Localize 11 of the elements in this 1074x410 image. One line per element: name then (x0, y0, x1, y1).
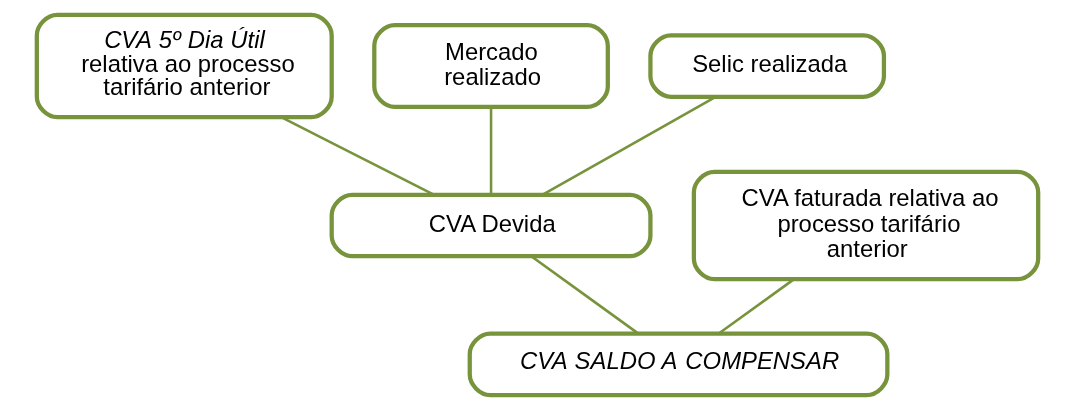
node-box: Mercado realizado (371, 23, 610, 110)
node-box: CVA SALDO A COMPENSAR (467, 331, 889, 398)
node-box: CVA 5º Dia Útil relativa ao processo tarifário anterior (34, 12, 334, 120)
connector (489, 107, 492, 195)
node-box: CVA faturada relativa ao processo tarifário anterior (691, 169, 1040, 282)
node-box: Selic realizada (647, 33, 886, 99)
connector (541, 96, 716, 196)
connector (281, 116, 434, 196)
connector (717, 278, 795, 335)
connector (530, 255, 639, 335)
node-box: CVA Devida (329, 192, 653, 259)
